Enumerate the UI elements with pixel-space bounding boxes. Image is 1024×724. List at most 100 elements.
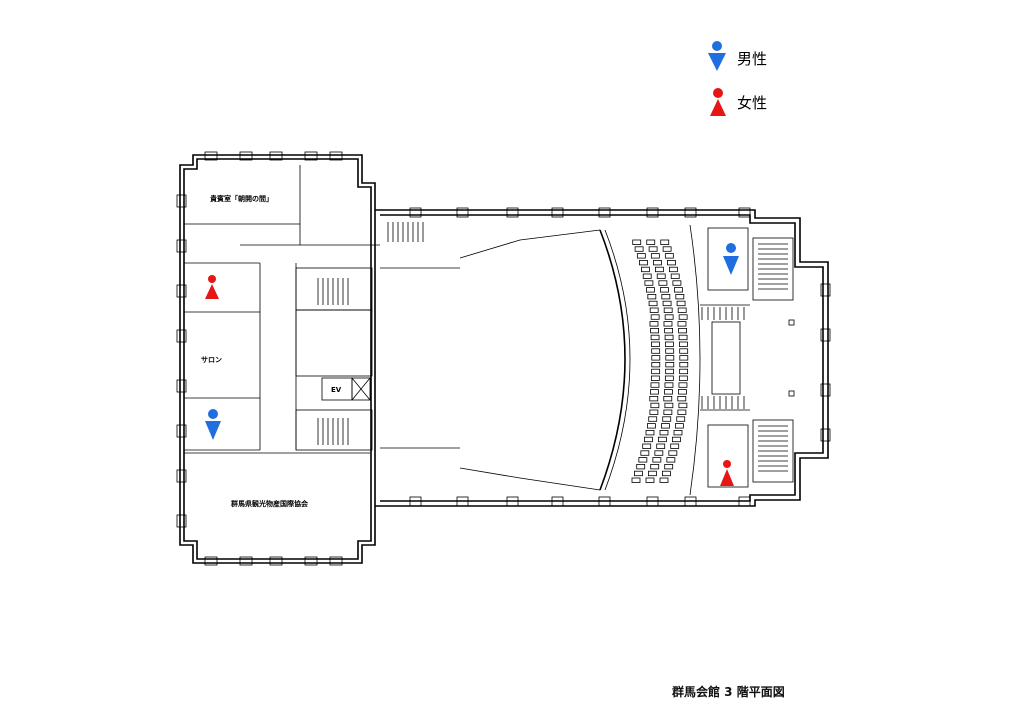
window-pier — [551, 207, 564, 218]
window-pier — [646, 496, 659, 507]
seat — [678, 375, 688, 381]
seat — [658, 280, 668, 286]
window-pier — [409, 496, 422, 507]
seat — [664, 382, 674, 388]
seat — [645, 477, 655, 483]
window-pier — [239, 151, 253, 161]
elevator-label: EV — [331, 386, 342, 394]
window-pier — [506, 207, 519, 218]
window-pier — [176, 284, 187, 298]
seat — [679, 341, 688, 347]
legend-male: 男性 — [708, 41, 767, 71]
seat — [641, 266, 650, 273]
window-pier — [329, 151, 343, 161]
window-bays — [409, 207, 831, 507]
seat — [678, 334, 688, 341]
window-pier — [329, 556, 343, 566]
seat — [636, 463, 646, 470]
window-pier — [204, 151, 218, 161]
seat — [672, 280, 682, 286]
seat — [668, 450, 678, 456]
seat — [678, 389, 687, 395]
window-pier — [304, 151, 318, 161]
seat — [650, 253, 660, 259]
window-pier — [269, 151, 283, 161]
window-pier — [239, 556, 253, 566]
seat — [676, 416, 686, 422]
male-restroom-icon — [205, 409, 221, 440]
seat — [659, 429, 669, 436]
seat — [650, 334, 660, 341]
window-pier — [176, 469, 187, 483]
seat — [646, 239, 656, 245]
window-pier — [176, 239, 187, 253]
seat — [651, 341, 660, 347]
seat — [651, 361, 661, 368]
seat — [664, 389, 673, 395]
seat — [642, 443, 652, 449]
seat — [647, 423, 656, 429]
seat — [677, 395, 687, 402]
window-pier — [820, 328, 831, 342]
seat — [658, 436, 667, 443]
seat — [665, 361, 675, 368]
window-pier — [684, 496, 697, 507]
seat — [656, 443, 666, 449]
seat — [669, 266, 678, 273]
seat — [659, 477, 669, 483]
seat — [663, 395, 673, 402]
seat — [677, 321, 687, 327]
female-restroom-icon — [710, 88, 726, 116]
seat — [650, 375, 660, 381]
window-pier — [738, 496, 751, 507]
seat — [651, 355, 661, 361]
seat — [660, 239, 670, 245]
seat — [678, 327, 687, 334]
seat — [677, 409, 687, 415]
seat — [639, 259, 648, 266]
seat — [649, 321, 659, 327]
seat — [648, 470, 657, 477]
room-label-salon: サロン — [201, 356, 222, 364]
female-restroom-icon — [720, 460, 734, 486]
seat — [679, 348, 689, 354]
seat — [636, 253, 646, 259]
seat — [654, 450, 664, 456]
seat — [665, 368, 675, 375]
plan-title: 群馬会館 3 階平面図 — [671, 684, 785, 699]
window-pier — [304, 556, 318, 566]
window-pier — [176, 194, 187, 208]
seat — [678, 402, 688, 409]
window-pier — [598, 207, 611, 218]
seat — [660, 287, 669, 293]
seat — [664, 253, 674, 259]
seat — [674, 287, 683, 293]
seat — [663, 307, 673, 313]
window-pier — [551, 496, 564, 507]
window-pier — [176, 514, 187, 528]
window-pier — [456, 496, 469, 507]
seat — [665, 355, 675, 361]
seat — [670, 273, 680, 279]
male-restroom-icon — [708, 41, 726, 71]
female-restroom-icon — [205, 275, 219, 299]
seat — [664, 463, 674, 470]
west-wing: EV 貴賓室「朝開の間」 サロン 群馬県観光物産国際協会 — [176, 151, 380, 566]
seat — [661, 423, 670, 429]
seat — [662, 416, 672, 422]
seat — [673, 429, 683, 436]
window-pier — [820, 428, 831, 442]
seat — [664, 402, 674, 409]
seat — [650, 382, 660, 388]
seat — [675, 423, 684, 429]
seat — [642, 273, 652, 279]
seat — [664, 314, 674, 320]
seat — [651, 348, 661, 354]
seat — [678, 314, 688, 320]
seat — [664, 334, 674, 341]
legend-female: 女性 — [710, 88, 767, 116]
seat — [648, 416, 658, 422]
seat — [678, 382, 688, 388]
seat — [644, 436, 653, 443]
